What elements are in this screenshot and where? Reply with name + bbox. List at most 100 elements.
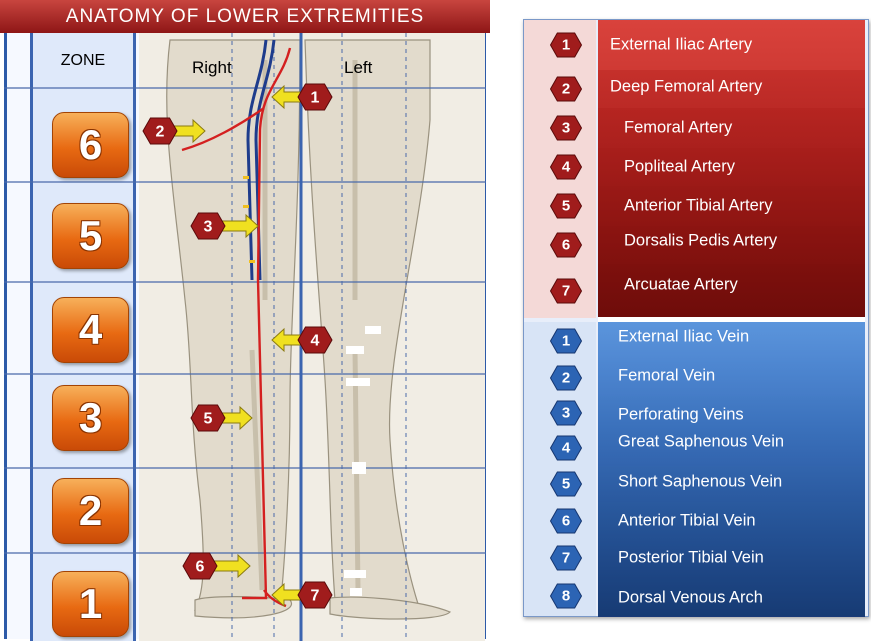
number-cell: 7 bbox=[524, 264, 596, 318]
number-cell: 1 bbox=[524, 322, 596, 360]
artery-vein-divider bbox=[598, 317, 865, 322]
vein-legend-row: 4 Great Saphenous Vein bbox=[524, 430, 865, 466]
label-cell: Perforating Veins bbox=[598, 396, 865, 431]
label-cell: Great Saphenous Vein bbox=[598, 430, 865, 467]
artery-label: Deep Femoral Artery bbox=[610, 78, 762, 97]
zone-3-button[interactable]: 3 bbox=[52, 385, 129, 451]
badge-number: 2 bbox=[550, 77, 582, 102]
badge-number: 1 bbox=[550, 33, 582, 58]
vein-number-badge: 6 bbox=[550, 509, 582, 534]
badge-number: 5 bbox=[550, 472, 582, 497]
number-cell: 3 bbox=[524, 396, 596, 430]
label-cell: External Iliac Vein bbox=[598, 322, 865, 361]
callout-number: 5 bbox=[204, 411, 213, 428]
artery-label: Arcuatae Artery bbox=[624, 276, 738, 295]
vein-label: Dorsal Venous Arch bbox=[618, 589, 763, 608]
vein-legend-row: 8 Dorsal Venous Arch bbox=[524, 576, 865, 616]
artery-legend-row: 4 Popliteal Artery bbox=[524, 148, 865, 186]
artery-legend-row: 7 Arcuatae Artery bbox=[524, 264, 865, 318]
label-cell: Deep Femoral Artery bbox=[598, 70, 865, 109]
label-cell: Arcuatae Artery bbox=[598, 264, 865, 319]
artery-legend-row: 1 External Iliac Artery bbox=[524, 20, 865, 70]
badge-number: 4 bbox=[550, 436, 582, 461]
label-cell: Short Saphenous Vein bbox=[598, 466, 865, 503]
badge-number: 3 bbox=[550, 401, 582, 426]
zone-1-button[interactable]: 1 bbox=[52, 571, 129, 637]
vein-label: Anterior Tibial Vein bbox=[618, 512, 756, 531]
vein-label: Great Saphenous Vein bbox=[618, 433, 784, 452]
label-cell: Femoral Artery bbox=[598, 108, 865, 149]
vein-label: Femoral Vein bbox=[618, 367, 715, 386]
artery-number-badge: 7 bbox=[550, 279, 582, 304]
number-cell: 4 bbox=[524, 430, 596, 466]
callout-number: 2 bbox=[156, 124, 165, 141]
vein-label: Short Saphenous Vein bbox=[618, 473, 782, 492]
vein-number-badge: 1 bbox=[550, 329, 582, 354]
vein-number-badge: 2 bbox=[550, 366, 582, 391]
callout-number: 6 bbox=[196, 559, 205, 576]
vein-number-badge: 5 bbox=[550, 472, 582, 497]
callout-number: 3 bbox=[204, 219, 213, 236]
number-cell: 3 bbox=[524, 108, 596, 148]
number-cell: 7 bbox=[524, 540, 596, 576]
callout-number: 7 bbox=[311, 588, 320, 605]
artery-label: Anterior Tibial Artery bbox=[624, 197, 773, 216]
artery-label: Popliteal Artery bbox=[624, 158, 735, 177]
artery-legend-row: 5 Anterior Tibial Artery bbox=[524, 186, 865, 226]
vein-number-badge: 7 bbox=[550, 546, 582, 571]
vein-legend-row: 5 Short Saphenous Vein bbox=[524, 466, 865, 502]
artery-number-badge: 2 bbox=[550, 77, 582, 102]
artery-number-badge: 1 bbox=[550, 33, 582, 58]
artery-label: Femoral Artery bbox=[624, 119, 732, 138]
number-cell: 4 bbox=[524, 148, 596, 186]
artery-legend-row: 6 Dorsalis Pedis Artery bbox=[524, 226, 865, 264]
badge-number: 6 bbox=[550, 233, 582, 258]
left-side-label: Left bbox=[344, 58, 372, 78]
number-cell: 1 bbox=[524, 20, 596, 70]
badge-number: 8 bbox=[550, 584, 582, 609]
label-cell: Popliteal Artery bbox=[598, 148, 865, 187]
number-cell: 6 bbox=[524, 502, 596, 540]
vein-number-badge: 3 bbox=[550, 401, 582, 426]
vein-number-badge: 4 bbox=[550, 436, 582, 461]
badge-number: 4 bbox=[550, 155, 582, 180]
label-cell: Anterior Tibial Vein bbox=[598, 502, 865, 541]
vein-label: External Iliac Vein bbox=[618, 328, 749, 347]
artery-label: External Iliac Artery bbox=[610, 36, 752, 55]
badge-number: 7 bbox=[550, 279, 582, 304]
label-cell: Posterior Tibial Vein bbox=[598, 540, 865, 577]
artery-label: Dorsalis Pedis Artery bbox=[624, 232, 777, 251]
number-cell: 5 bbox=[524, 466, 596, 502]
right-side-label: Right bbox=[192, 58, 232, 78]
vein-label: Perforating Veins bbox=[618, 406, 744, 425]
number-cell: 2 bbox=[524, 360, 596, 396]
badge-number: 7 bbox=[550, 546, 582, 571]
badge-number: 6 bbox=[550, 509, 582, 534]
number-cell: 2 bbox=[524, 70, 596, 108]
artery-number-badge: 4 bbox=[550, 155, 582, 180]
zone-6-button[interactable]: 6 bbox=[52, 112, 129, 178]
badge-number: 3 bbox=[550, 116, 582, 141]
vein-legend-row: 7 Posterior Tibial Vein bbox=[524, 540, 865, 576]
zone-header: ZONE bbox=[30, 52, 136, 70]
vein-legend-row: 3 Perforating Veins bbox=[524, 396, 865, 430]
number-cell: 6 bbox=[524, 226, 596, 264]
label-cell: Dorsal Venous Arch bbox=[598, 576, 865, 617]
zone-5-button[interactable]: 5 bbox=[52, 203, 129, 269]
callout-number: 1 bbox=[311, 90, 320, 107]
label-cell: Anterior Tibial Artery bbox=[598, 186, 865, 227]
badge-number: 5 bbox=[550, 194, 582, 219]
vein-label: Posterior Tibial Vein bbox=[618, 549, 764, 568]
artery-number-badge: 5 bbox=[550, 194, 582, 219]
label-cell: Dorsalis Pedis Artery bbox=[598, 226, 865, 265]
badge-number: 1 bbox=[550, 329, 582, 354]
artery-legend-row: 3 Femoral Artery bbox=[524, 108, 865, 148]
artery-number-badge: 3 bbox=[550, 116, 582, 141]
zone-2-button[interactable]: 2 bbox=[52, 478, 129, 544]
number-cell: 5 bbox=[524, 186, 596, 226]
vein-legend-row: 6 Anterior Tibial Vein bbox=[524, 502, 865, 540]
legend-panel: 1 External Iliac Artery 2 Deep Femoral Arte… bbox=[523, 19, 869, 617]
zone-4-button[interactable]: 4 bbox=[52, 297, 129, 363]
vein-legend-row: 1 External Iliac Vein bbox=[524, 322, 865, 360]
